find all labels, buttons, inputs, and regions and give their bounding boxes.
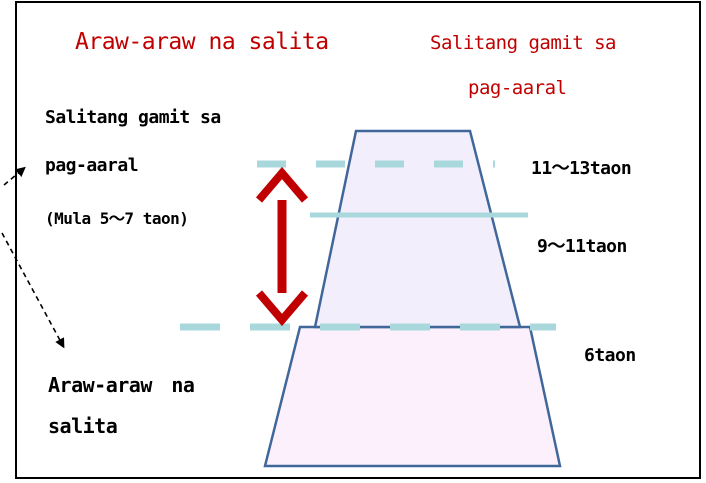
everyday-label-line1: Araw-araw na — [48, 373, 195, 397]
pointer-arrow-down-icon — [1, 232, 65, 349]
age-label-middle: 9〜11taon — [537, 236, 627, 257]
diagram-frame — [15, 1, 701, 479]
academic-label-line2: pag-aaral — [45, 155, 139, 176]
age-label-bottom: 6taon — [584, 345, 636, 366]
heading-academic-line1: Salitang gamit sa — [430, 32, 616, 54]
top-trapezoid — [313, 129, 522, 329]
heading-everyday-language: Araw-araw na salita — [75, 29, 329, 55]
academic-label-line1: Salitang gamit sa — [45, 107, 221, 128]
heading-academic-line2: pag-aaral — [468, 77, 567, 99]
academic-label-line3: (Mula 5〜7 taon) — [45, 209, 189, 228]
double-arrow-icon — [255, 166, 309, 327]
bottom-trapezoid — [263, 325, 562, 468]
pointer-arrow-up-icon — [3, 166, 26, 186]
everyday-label-line2: salita — [48, 414, 118, 438]
age-label-top: 11〜13taon — [531, 158, 632, 179]
